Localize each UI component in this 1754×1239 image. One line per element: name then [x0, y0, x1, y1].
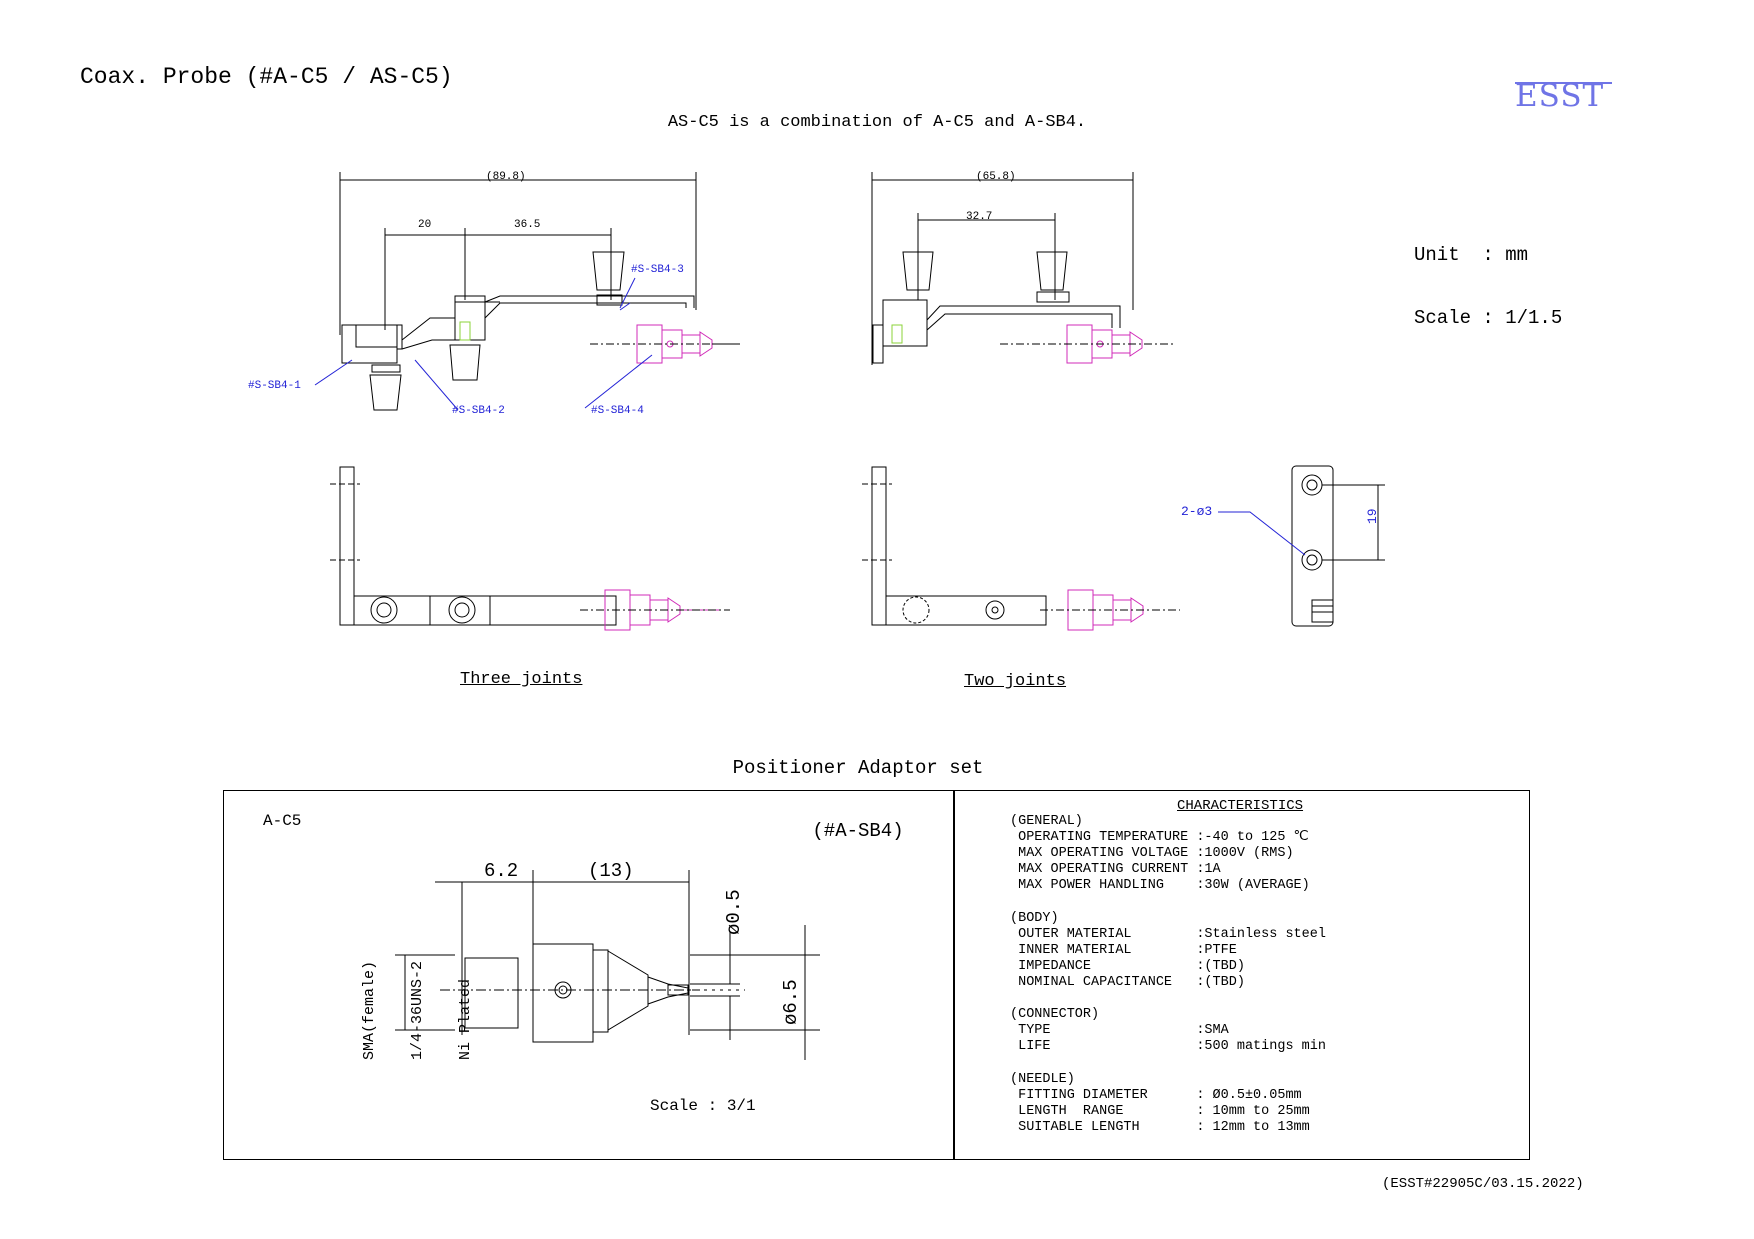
characteristics-line	[1010, 991, 1326, 1007]
probe-label: A-C5	[263, 812, 302, 830]
unit-label: Unit : mm	[1414, 244, 1529, 266]
bracket-holes-label: 2-ø3	[1181, 504, 1213, 519]
characteristics-line: FITTING DIAMETER : Ø0.5±0.05mm	[1010, 1087, 1302, 1103]
characteristics-heading: CHARACTERISTICS	[1177, 798, 1304, 814]
adaptor-set-name: Positioner Adaptor set (#A-SB4)	[0, 716, 1716, 863]
scale-label: Scale : 1/1.5	[1414, 307, 1563, 329]
adaptor-set-line1: Positioner Adaptor set	[732, 757, 984, 779]
characteristics-line: (CONNECTOR)	[1010, 1007, 1100, 1023]
two-joints-dim-a: 32.7	[966, 211, 993, 223]
bracket-spacing-dim: 19	[1365, 508, 1380, 524]
callout-s-sb4-2: #S-SB4-2	[452, 405, 505, 417]
three-joints-caption: Three joints	[460, 670, 583, 689]
spec-frame-divider	[953, 790, 955, 1160]
characteristics-line: NOMINAL CAPACITANCE :(TBD)	[1010, 974, 1245, 990]
characteristics-line: INNER MATERIAL :PTFE	[1010, 942, 1237, 958]
callout-s-sb4-3: #S-SB4-3	[631, 264, 684, 276]
unit-scale-note: Unit : mm Scale : 1/1.5	[1414, 203, 1562, 350]
connector-note-line3: Ni Plated	[457, 978, 474, 1060]
characteristics-line: MAX OPERATING VOLTAGE :1000V (RMS)	[1010, 846, 1294, 862]
characteristics-line: SUITABLE LENGTH : 12mm to 13mm	[1010, 1119, 1310, 1135]
document-footer: (ESST#22905C/03.15.2022)	[1382, 1176, 1584, 1192]
probe-dim-b: (13)	[588, 860, 634, 882]
probe-scale: Scale : 3/1	[650, 1097, 756, 1115]
probe-dim-a: 6.2	[484, 860, 519, 882]
three-joints-side-view	[314, 172, 740, 411]
characteristics-line	[1010, 1055, 1326, 1071]
three-joints-dim-b: 36.5	[514, 219, 541, 231]
two-joints-overall-dim: (65.8)	[976, 171, 1016, 183]
connector-note-line1: SMA(female)	[361, 960, 378, 1060]
characteristics-line: MAX POWER HANDLING :30W (AVERAGE)	[1010, 878, 1310, 894]
callout-s-sb4-4: #S-SB4-4	[591, 405, 644, 417]
adaptor-set-line2: (#A-SB4)	[812, 820, 904, 842]
callout-s-sb4-1: #S-SB4-1	[248, 380, 301, 392]
two-joints-side-view	[871, 172, 1175, 365]
characteristics-line: IMPEDANCE :(TBD)	[1010, 958, 1245, 974]
two-joints-top-view	[862, 466, 1180, 631]
characteristics-list: (GENERAL) OPERATING TEMPERATURE :-40 to …	[1010, 814, 1326, 1136]
characteristics-line: (NEEDLE)	[1010, 1071, 1075, 1087]
three-joints-top-view	[330, 466, 730, 631]
characteristics-line: (GENERAL)	[1010, 814, 1083, 829]
characteristics-line: MAX OPERATING CURRENT :1A	[1010, 862, 1221, 878]
esst-logo: ESST	[1515, 78, 1605, 114]
a-c5-probe-drawing	[395, 870, 820, 1060]
logo-bar	[1515, 82, 1612, 84]
page-subtitle: AS-C5 is a combination of A-C5 and A-SB4…	[667, 113, 1087, 132]
probe-needle-dia: ø0.5	[723, 889, 745, 935]
connector-note: SMA(female) 1/4-36UNS-2 Ni Plated	[330, 961, 490, 1060]
connector-note-line2: 1/4-36UNS-2	[409, 960, 426, 1060]
characteristics-line: (BODY)	[1010, 910, 1059, 926]
characteristics-line: TYPE :SMA	[1010, 1023, 1229, 1039]
three-joints-overall-dim: (89.8)	[486, 171, 526, 183]
two-joints-caption: Two joints	[964, 672, 1067, 691]
spec-frame	[223, 790, 1530, 1160]
probe-body-dia: ø6.5	[780, 979, 802, 1025]
bracket-view	[1218, 465, 1385, 627]
characteristics-line: LENGTH RANGE : 10mm to 25mm	[1010, 1103, 1310, 1119]
three-joints-dim-a: 20	[418, 219, 432, 231]
page-title: Coax. Probe (#A-C5 / AS-C5)	[80, 64, 453, 90]
characteristics-line	[1010, 894, 1326, 910]
characteristics-line: OUTER MATERIAL :Stainless steel	[1010, 926, 1326, 942]
characteristics-line: OPERATING TEMPERATURE :-40 to 125 ℃	[1010, 830, 1309, 846]
characteristics-line: LIFE :500 matings min	[1010, 1039, 1326, 1055]
